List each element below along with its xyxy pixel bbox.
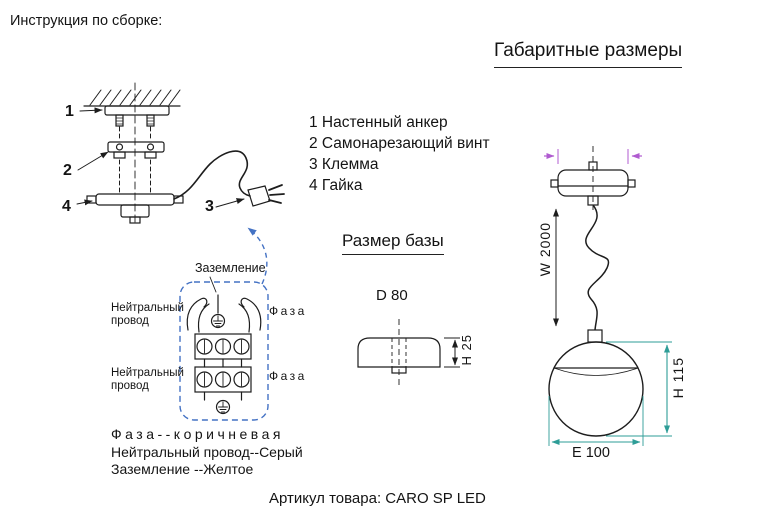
callout-line-1 [79, 107, 103, 114]
phase-label-bottom: Фаза [269, 369, 307, 383]
wire-hook-right-outer [240, 297, 262, 331]
nut-right [144, 151, 157, 159]
wire-color-legend: Фаза--коричневая Нейтральный провод--Сер… [111, 426, 303, 479]
wire-hook-right-inner [238, 303, 251, 333]
lamp-sphere [548, 341, 644, 437]
anchor-bolt-left [115, 114, 124, 127]
ground-leader-line [209, 276, 217, 293]
row-connectors [203, 358, 243, 368]
terminal-screw [214, 338, 232, 355]
lamp-width-label: E 100 [572, 445, 610, 461]
sphere-stem [587, 329, 603, 343]
anchor-plate [104, 105, 170, 116]
assembly-linework [76, 82, 285, 415]
dashed-arrow [247, 227, 268, 285]
mounting-crossbar [107, 141, 165, 153]
canopy-guide-dashes [119, 159, 151, 193]
terminal-pins [268, 184, 285, 204]
lamp-linework [548, 146, 644, 437]
teal-dimension-lines [548, 341, 672, 446]
terminal-connector [247, 185, 271, 207]
callout-4-nut: 4 [62, 198, 71, 215]
base-linework [357, 319, 460, 387]
crossbar-hole-left [115, 143, 124, 151]
callout-line-2 [77, 151, 109, 171]
callout-3-terminal: 3 [205, 198, 214, 215]
base-outline [357, 337, 441, 368]
base-diameter-label: D 80 [376, 287, 408, 304]
wiring-box-border [179, 281, 269, 421]
terminal-screw [196, 371, 213, 388]
ceiling-hatch-icon [89, 89, 181, 106]
bolt-guide-dashes [119, 126, 151, 142]
anchor-bolt-right [146, 114, 155, 127]
pendant-lamp-drawing [544, 146, 672, 446]
h115-extension-lines [606, 341, 672, 437]
legend-phase: Фаза--коричневая [111, 426, 284, 442]
callout-1-anchor: 1 [65, 103, 74, 120]
parts-item-anchor: 1 Настенный анкер [309, 114, 448, 131]
base-size-title: Размер базы [342, 231, 444, 255]
lamp-height-label: H 115 [670, 357, 686, 399]
parts-item-terminal: 3 Клемма [309, 156, 379, 173]
h25-extension-lines [444, 337, 460, 368]
ground-glyph-bottom [218, 401, 228, 413]
base-drawing [357, 319, 460, 387]
ground-label: Заземление [195, 261, 266, 275]
parts-item-nut: 4 Гайка [309, 177, 363, 194]
legend-ground: Заземление --Желтое [111, 461, 254, 477]
product-article: Артикул товара: CARO SP LED [269, 490, 486, 507]
terminal-screw [233, 338, 250, 355]
nut-left [113, 151, 126, 159]
e100-extension-lines [548, 396, 644, 446]
wire-hook-left-outer [186, 297, 208, 331]
wire-length-label: W 2000 [537, 222, 553, 277]
screw-slots [204, 339, 242, 387]
legend-neutral: Нейтральный провод--Серый [111, 443, 303, 460]
sphere-seam-arc [553, 367, 639, 376]
base-height-label: H 25 [459, 334, 474, 366]
lamp-cord [173, 150, 251, 200]
callout-line-3 [215, 198, 245, 208]
canopy-dim-arrows [544, 149, 642, 164]
ground-glyph-top [213, 315, 223, 327]
wire-hook-left-inner [197, 303, 210, 333]
base-hole-dashes [391, 338, 407, 367]
canopy-side-screw-left [550, 179, 559, 188]
assembly-instructions-title: Инструкция по сборке: [10, 13, 163, 29]
ground-symbol-top-icon [210, 313, 226, 329]
base-nub [391, 366, 407, 374]
callout-line-4 [76, 199, 93, 206]
lamp-canopy [557, 169, 629, 197]
overall-dimensions-title: Габаритные размеры [494, 40, 683, 68]
terminal-screw [214, 371, 232, 388]
assembly-diagram [76, 82, 285, 421]
neutral-wire-label-top: Нейтральный провод [111, 302, 184, 327]
terminal-screw [233, 371, 250, 388]
canopy-dim-ticks [557, 149, 629, 164]
parts-list: 1 Настенный анкер 2 Самонарезающий винт … [309, 112, 490, 196]
ground-symbol-bottom-icon [215, 399, 231, 415]
phase-label-top: Фаза [269, 304, 307, 318]
bottom-wire-stubs [203, 391, 243, 401]
terminal-screw [196, 338, 213, 355]
bolt-threads [115, 117, 155, 125]
canopy-side-screw-right [627, 179, 636, 188]
wiring-annotations [179, 227, 269, 421]
crossbar-hole-right [146, 143, 155, 151]
neutral-wire-label-bottom: Нейтральный провод [111, 367, 184, 392]
callout-2-screw: 2 [63, 162, 72, 179]
hanging-cord [585, 204, 610, 331]
canopy-top-bolt [588, 161, 598, 171]
parts-item-screw: 2 Самонарезающий винт [309, 135, 490, 152]
